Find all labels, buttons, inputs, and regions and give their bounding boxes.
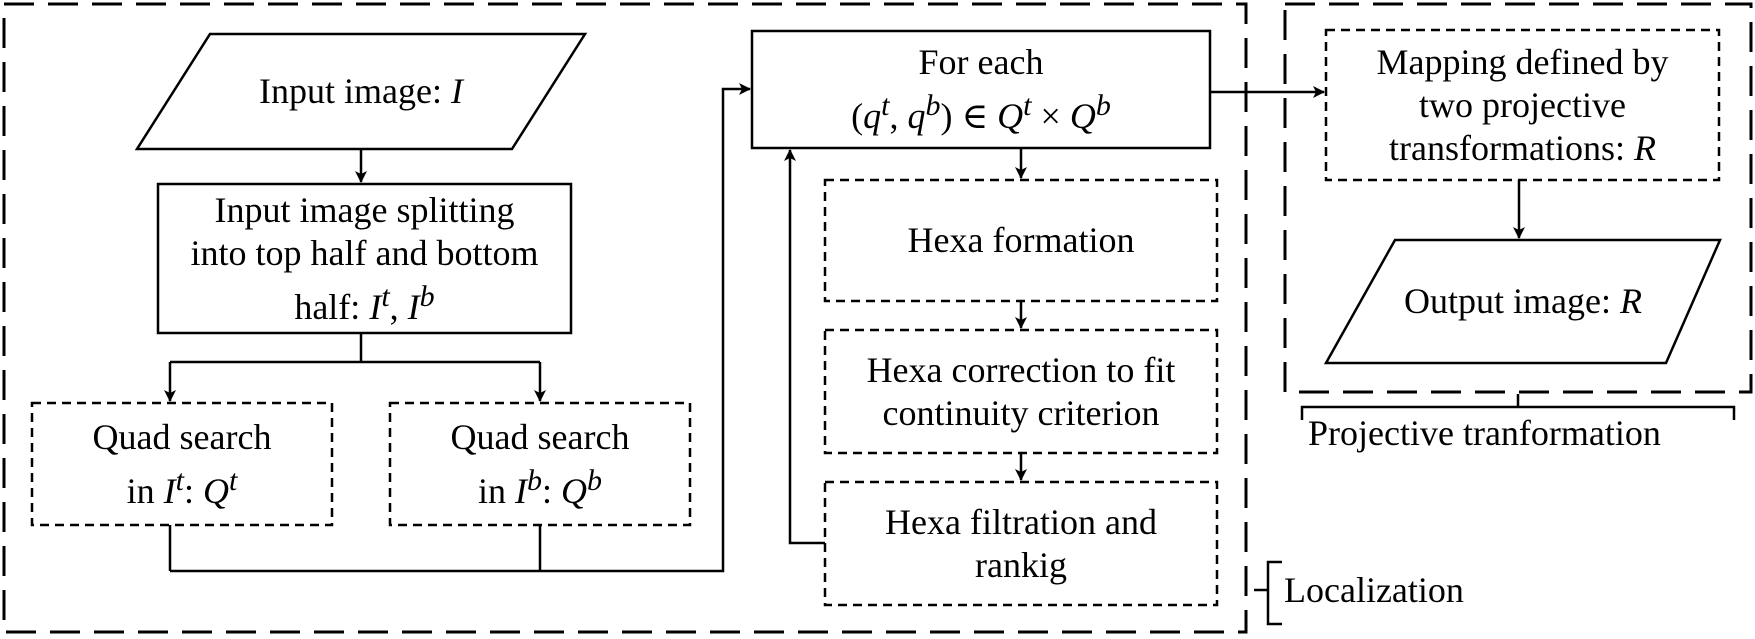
foreach-node-label: For each (qt, qb) ∈ Qt × Qb: [851, 42, 1111, 136]
localization-bracket: [1254, 560, 1282, 626]
input-image-shape: [134, 32, 588, 151]
arrow-split-to-quads: [170, 333, 540, 364]
arrow-quads-to-foreach: [168, 89, 750, 573]
output-image-shape: [1323, 238, 1722, 365]
projective-bracket: [1300, 394, 1736, 420]
localization-group-label: Localization: [1284, 570, 1464, 610]
input-image-label: Input image: I: [259, 71, 463, 111]
hexa-correction-node-box: [823, 328, 1219, 455]
hexa-formation-label: Hexa formation: [907, 220, 1135, 260]
projective-group-label: Projective tranformation: [1308, 413, 1661, 453]
mapping-node-box: [1324, 28, 1721, 182]
localization-group-frame: [2, 2, 1248, 634]
hexa-correction-label: Hexa correction to fit continuity criter…: [866, 349, 1176, 433]
mapping-node-label: Mapping defined by two projective transf…: [1376, 41, 1669, 168]
quad-top-node-box: [30, 401, 334, 527]
projective-group-frame: [1283, 2, 1753, 394]
output-image-label: Output image: R: [1404, 281, 1642, 321]
quad-bottom-node-label: Quad search in Ib: Qb: [450, 416, 630, 511]
split-node-box: [156, 182, 573, 335]
foreach-node-box: [750, 29, 1212, 150]
arrow-filtration-loop-back: [784, 149, 825, 545]
split-node-label: Input image splitting into top half and …: [190, 189, 539, 327]
hexa-filtration-label: Hexa filtration and rankig: [885, 501, 1157, 585]
quad-top-node-label: Quad search in It: Qt: [92, 416, 272, 511]
